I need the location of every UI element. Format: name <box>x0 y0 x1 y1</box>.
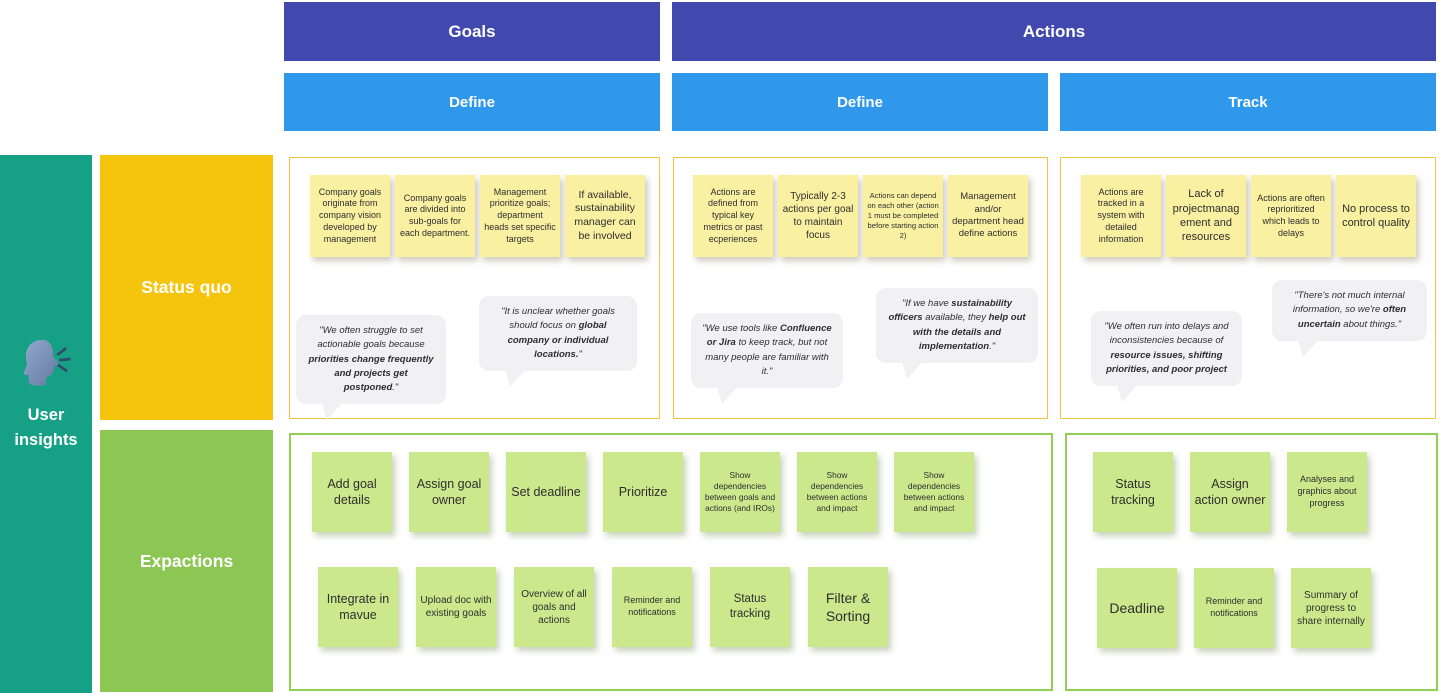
sticky-note[interactable]: Deadline <box>1097 568 1177 648</box>
quote-bubble[interactable]: "We often struggle to set actionable goa… <box>296 315 446 421</box>
sticky-note[interactable]: Management and/or department head define… <box>948 175 1028 257</box>
sticky-note[interactable]: Show dependencies between actions and im… <box>797 452 877 532</box>
header-actions: Actions <box>672 2 1436 61</box>
quote-text: "We often run into delays and inconsiste… <box>1104 321 1229 347</box>
quote-bubble[interactable]: "We often run into delays and inconsiste… <box>1091 311 1242 402</box>
sticky-note[interactable]: Show dependencies between actions and im… <box>894 452 974 532</box>
quote-text: "There's not much internal information, … <box>1292 290 1405 316</box>
panel-expactions-define: Add goal details Assign goal owner Set d… <box>289 433 1053 691</box>
quote-text: "We use tools like <box>702 323 780 334</box>
sticky-note[interactable]: Integrate in mavue <box>318 567 398 647</box>
subheader-goals-define: Define <box>284 73 660 131</box>
quote-bubble[interactable]: "If we have sustainability officers avai… <box>876 288 1038 379</box>
subheader-actions-define: Define <box>672 73 1048 131</box>
sticky-note[interactable]: Set deadline <box>506 452 586 532</box>
sticky-note[interactable]: Analyses and graphics about progress <box>1287 452 1367 532</box>
sticky-note[interactable]: Lack of projectmanagement and resources <box>1166 175 1246 257</box>
sticky-note[interactable]: Assign goal owner <box>409 452 489 532</box>
quote-bubble[interactable]: "There's not much internal information, … <box>1272 280 1427 357</box>
sticky-note[interactable]: Filter & Sorting <box>808 567 888 647</box>
sticky-note[interactable]: Assign action owner <box>1190 452 1270 532</box>
row-label-expactions: Expactions <box>100 430 273 692</box>
sticky-note[interactable]: Reminder and notifications <box>612 567 692 647</box>
quote-text: "If we have <box>901 298 952 309</box>
quote-text: "We often struggle to set actionable goa… <box>317 325 425 351</box>
sticky-note[interactable]: Company goals are divided into sub-goals… <box>395 175 475 257</box>
quote-bubble[interactable]: "We use tools like Confluence or Jira to… <box>691 313 843 404</box>
sticky-note[interactable]: No process to control quality <box>1336 175 1416 257</box>
quote-bubble[interactable]: "It is unclear whether goals should focu… <box>479 296 637 387</box>
sidebar-label: User insights <box>14 406 78 449</box>
sticky-note[interactable]: Actions can depend on each other (action… <box>863 175 943 257</box>
sticky-note[interactable]: Summary of progress to share internally <box>1291 568 1371 648</box>
sticky-note[interactable]: Actions are often reprioritized which le… <box>1251 175 1331 257</box>
speaking-head-icon <box>17 335 75 393</box>
sticky-note[interactable]: Typically 2-3 actions per goal to mainta… <box>778 175 858 257</box>
sticky-note[interactable]: Prioritize <box>603 452 683 532</box>
sticky-note[interactable]: Management prioritize goals; department … <box>480 175 560 257</box>
sticky-note[interactable]: If available, sustainability manager can… <box>565 175 645 257</box>
subheader-actions-track: Track <box>1060 73 1436 131</box>
sticky-note[interactable]: Status tracking <box>710 567 790 647</box>
header-goals: Goals <box>284 2 660 61</box>
sticky-note[interactable]: Show dependencies between goals and acti… <box>700 452 780 532</box>
panel-status-quo-actions-define: Actions are defined from typical key met… <box>673 157 1048 419</box>
panel-status-quo-actions-track: Actions are tracked in a system with det… <box>1060 157 1436 419</box>
panel-expactions-track: Status tracking Assign action owner Anal… <box>1065 433 1438 691</box>
sticky-note[interactable]: Status tracking <box>1093 452 1173 532</box>
sticky-note[interactable]: Actions are tracked in a system with det… <box>1081 175 1161 257</box>
quote-text: "It is unclear whether goals should focu… <box>501 306 615 332</box>
row-label-status-quo: Status quo <box>100 155 273 420</box>
sidebar-user-insights: User insights <box>0 155 92 693</box>
sticky-note[interactable]: Actions are defined from typical key met… <box>693 175 773 257</box>
sticky-note[interactable]: Reminder and notifications <box>1194 568 1274 648</box>
sticky-note[interactable]: Upload doc with existing goals <box>416 567 496 647</box>
panel-status-quo-goals-define: Company goals originate from company vis… <box>289 157 660 421</box>
sticky-note[interactable]: Overview of all goals and actions <box>514 567 594 647</box>
sticky-note[interactable]: Company goals originate from company vis… <box>310 175 390 257</box>
sticky-note[interactable]: Add goal details <box>312 452 392 532</box>
